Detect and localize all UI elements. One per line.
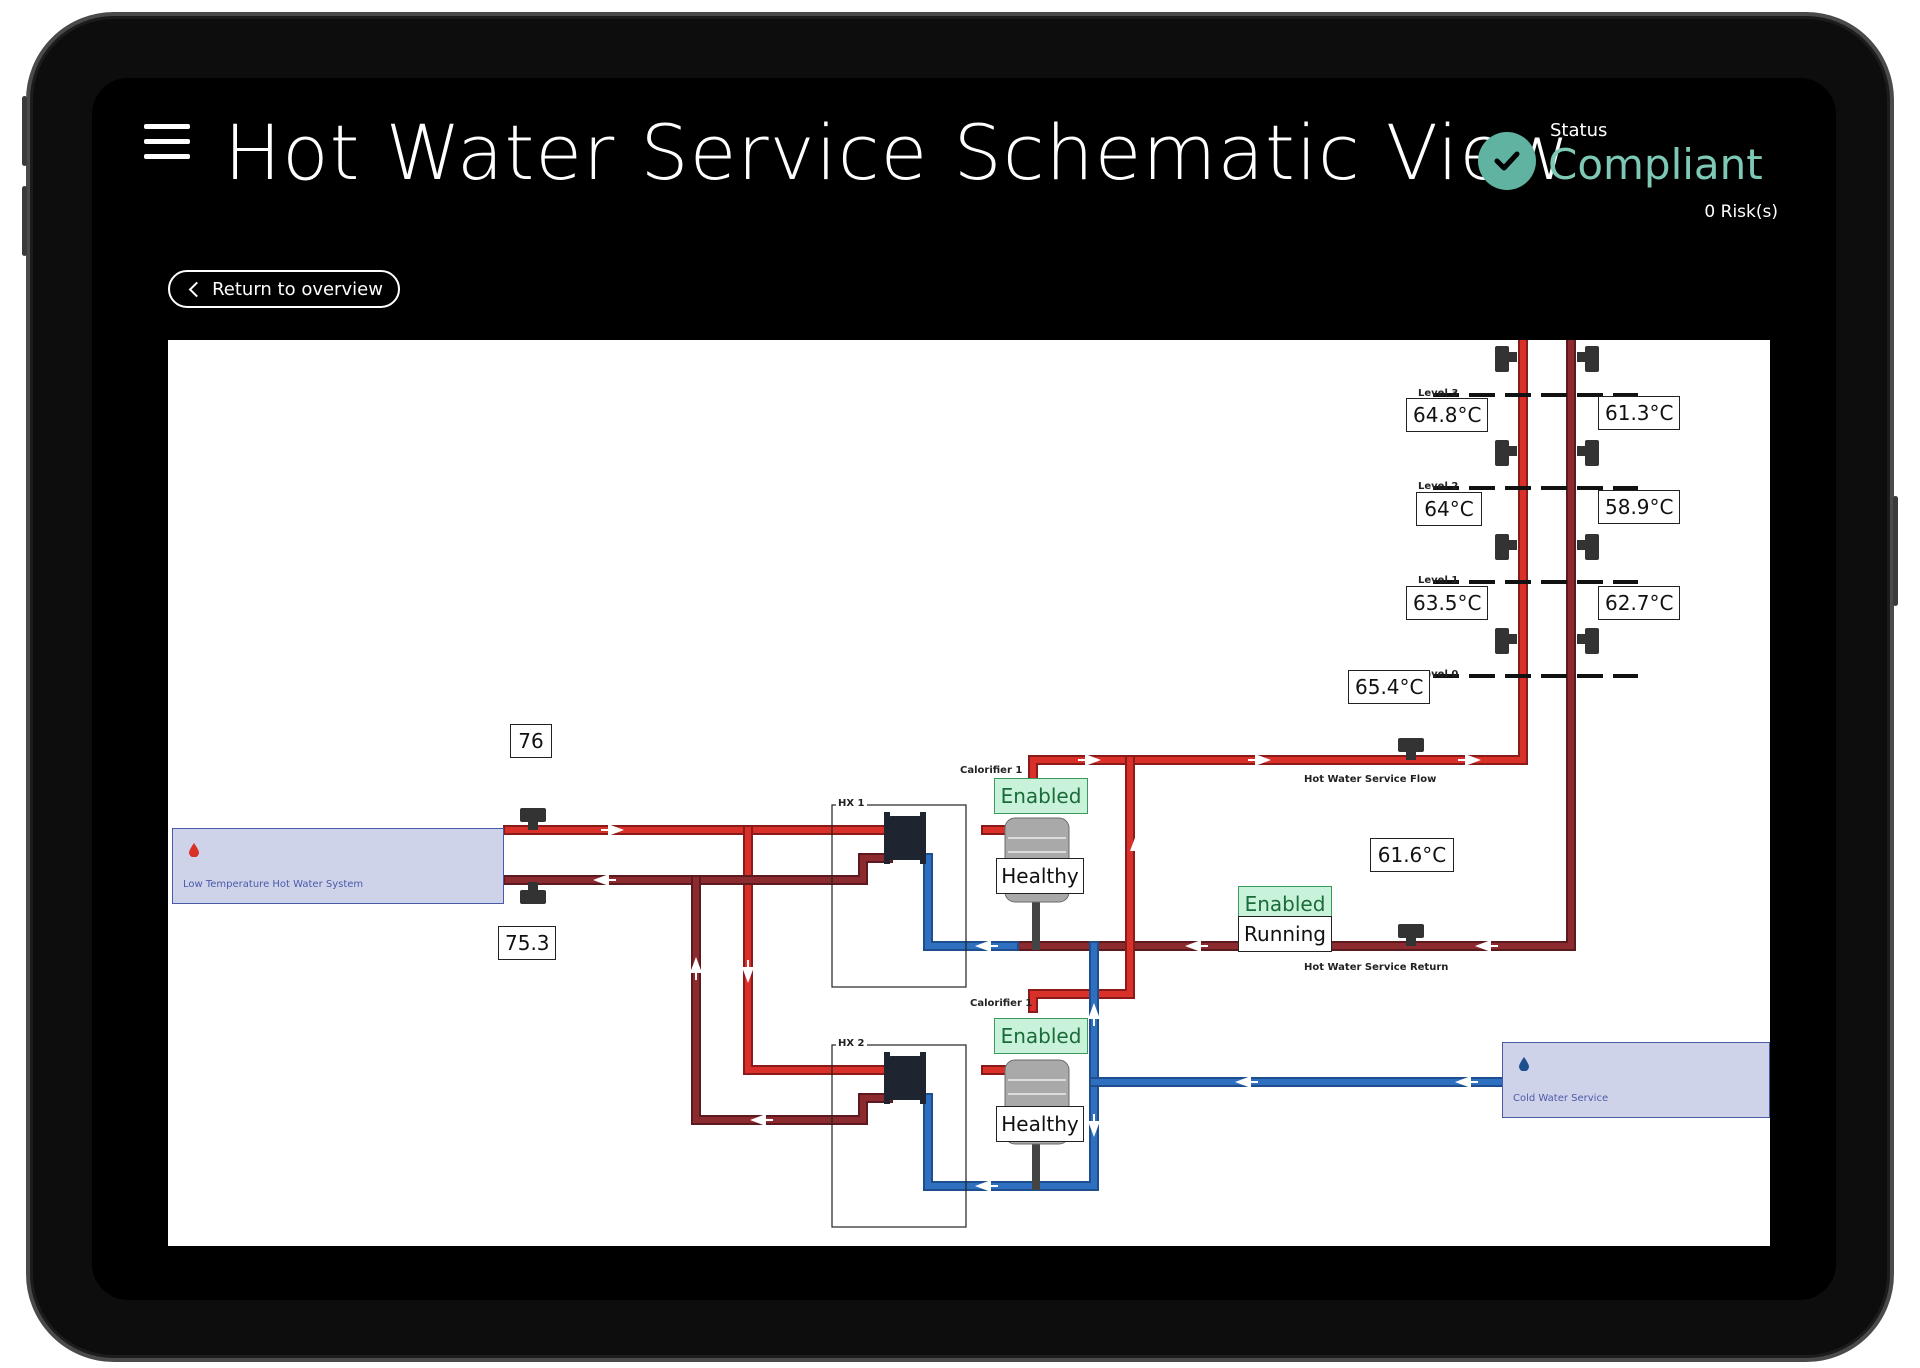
lthw-flow-value: 76	[510, 724, 552, 758]
pump-running-badge: Running	[1238, 916, 1332, 952]
status-label: Status	[1550, 120, 1608, 141]
calorifier-2-enabled-badge[interactable]: Enabled	[994, 1018, 1088, 1054]
hot-water-flow-label: Hot Water Service Flow	[1304, 774, 1437, 785]
check-icon	[1478, 132, 1536, 190]
device-button	[22, 186, 27, 256]
cold-water-service[interactable]: Cold Water Service	[1502, 1042, 1770, 1118]
page-title: Hot Water Service Schematic View	[224, 108, 1571, 197]
calorifier-label: Calorifier 1	[970, 998, 1033, 1009]
hamburger-menu-icon[interactable]	[144, 124, 190, 160]
hot-water-return-label: Hot Water Service Return	[1304, 962, 1449, 973]
level-label: Level 1	[1418, 575, 1459, 586]
calorifier-label: Calorifier 1	[960, 765, 1023, 776]
calorifier-1-enabled-badge[interactable]: Enabled	[994, 778, 1088, 814]
device-button	[1893, 496, 1898, 606]
screen: Hot Water Service Schematic View Status …	[92, 78, 1836, 1300]
level-1-return-temp: 62.7°C	[1598, 586, 1680, 620]
hws-return-temp: 61.6°C	[1370, 838, 1454, 872]
water-drop-icon	[189, 843, 199, 857]
device-button	[22, 96, 27, 166]
status-value: Compliant	[1548, 140, 1763, 189]
lt-hot-water-label: Low Temperature Hot Water System	[183, 879, 364, 890]
compliance-status: Status Compliant 0 Risk(s)	[1478, 112, 1778, 222]
water-drop-icon	[1519, 1057, 1529, 1071]
lthw-return-value: 75.3	[498, 926, 556, 960]
return-to-overview-button[interactable]: Return to overview	[168, 270, 400, 308]
level-3-flow-temp: 64.8°C	[1406, 398, 1488, 432]
hx-label: HX 2	[836, 1038, 867, 1049]
risk-count: 0 Risk(s)	[1704, 202, 1778, 222]
level-label: Level 3	[1418, 388, 1459, 399]
hx-label: HX 1	[836, 798, 867, 809]
level-label: Level 0	[1418, 669, 1459, 680]
calorifier-2-health: Healthy	[996, 1106, 1084, 1142]
level-label: Level 2	[1418, 481, 1459, 492]
cold-water-label: Cold Water Service	[1513, 1093, 1609, 1104]
return-to-overview-label: Return to overview	[212, 278, 383, 300]
level-2-flow-temp: 64°C	[1416, 492, 1482, 526]
low-temp-hot-water-system[interactable]: Low Temperature Hot Water System	[172, 828, 504, 904]
level-3-return-temp: 61.3°C	[1598, 396, 1680, 430]
level-2-return-temp: 58.9°C	[1598, 490, 1680, 524]
chevron-left-icon	[188, 281, 205, 297]
schematic-diagram: Low Temperature Hot Water System Cold Wa…	[168, 340, 1770, 1246]
level-1-flow-temp: 63.5°C	[1406, 586, 1488, 620]
level-0-flow-temp: 65.4°C	[1348, 670, 1430, 704]
calorifier-1-health: Healthy	[996, 858, 1084, 894]
